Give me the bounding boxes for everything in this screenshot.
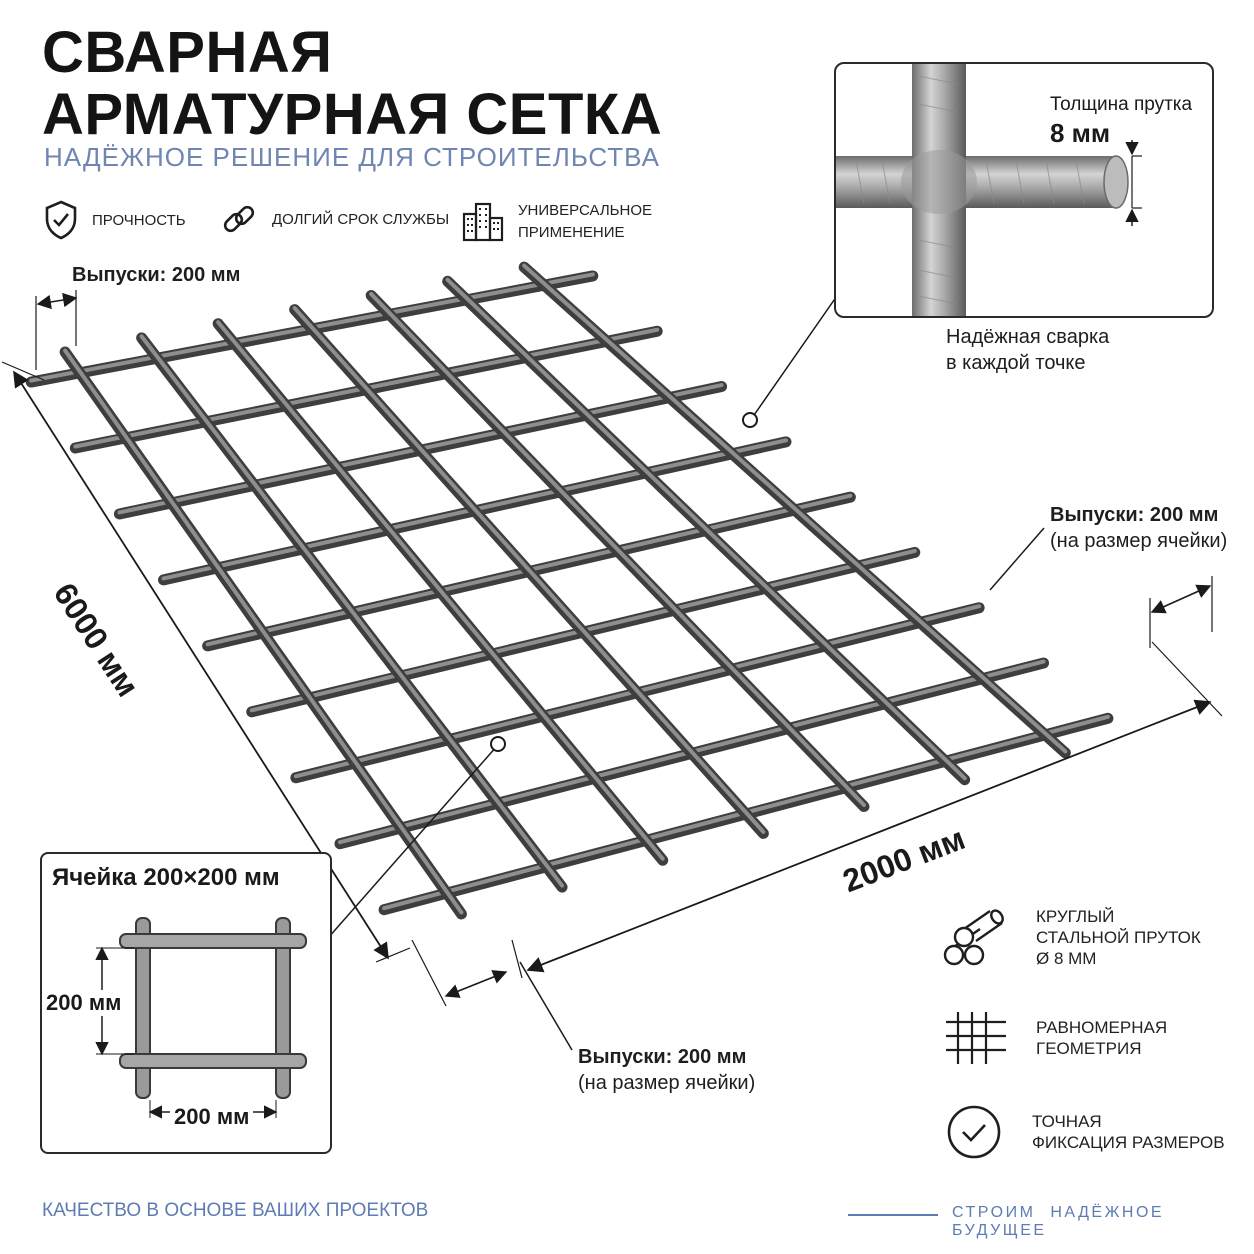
cell-detail-image	[95, 917, 307, 1119]
chain-link-icon	[223, 205, 255, 233]
weld-caption-line1: Надёжная сварка	[946, 326, 1110, 348]
feature-label: ДОЛГИЙ СРОК СЛУЖБЫ	[272, 210, 450, 228]
spec-line2: ГЕОМЕТРИЯ	[1036, 1039, 1142, 1058]
longitudinal-bar-highlight	[445, 277, 967, 781]
cell-width-label: 200 мм	[170, 1104, 254, 1130]
footer-divider	[848, 1214, 938, 1216]
grid-icon	[946, 1012, 1006, 1064]
feature-label-line2: ПРИМЕНЕНИЕ	[518, 224, 625, 241]
right-overhang-callout-line	[989, 527, 1045, 591]
weld-callout-line	[751, 279, 849, 419]
longitudinal-bar-highlight	[522, 263, 1068, 754]
right-overhang-label: Выпуски: 200 мм (на размер ячейки)	[1050, 502, 1227, 554]
subtitle: НАДЁЖНОЕ РЕШЕНИЕ ДЛЯ СТРОИТЕЛЬСТВА	[44, 142, 660, 172]
feature-label: УНИВЕРСАЛЬНОЕ ПРИМЕНЕНИЕ	[518, 200, 652, 244]
spec-text: РАВНОМЕРНАЯ ГЕОМЕТРИЯ	[1036, 1017, 1167, 1059]
bottom-overhang-title: Выпуски: 200 мм	[578, 1046, 747, 1068]
shield-check-icon	[45, 200, 77, 240]
bottom-overhang-dimension	[444, 970, 508, 998]
feature-universal: УНИВЕРСАЛЬНОЕ ПРИМЕНЕНИЕ	[462, 200, 652, 244]
right-overhang-title: Выпуски: 200 мм	[1050, 504, 1219, 526]
check-circle-icon	[947, 1105, 1001, 1159]
bottom-overhang-callout-line	[519, 961, 573, 1051]
spec-geometry: РАВНОМЕРНАЯ ГЕОМЕТРИЯ	[940, 1010, 1167, 1066]
feature-durability: ДОЛГИЙ СРОК СЛУЖБЫ	[220, 200, 449, 238]
feature-label: ПРОЧНОСТЬ	[92, 211, 186, 229]
top-overhang-label: Выпуски: 200 мм	[72, 264, 241, 286]
title-line-2: АРМАТУРНАЯ СЕТКА	[42, 82, 663, 147]
weld-caption: Надёжная сварка в каждой точке	[946, 324, 1109, 376]
footer-tagline-left: КАЧЕСТВО В ОСНОВЕ ВАШИХ ПРОЕКТОВ	[42, 1200, 429, 1221]
title-line-1: СВАРНАЯ	[42, 20, 333, 85]
spec-line1: ТОЧНАЯ	[1032, 1112, 1102, 1131]
cell-point-marker	[490, 736, 506, 752]
feature-strength: ПРОЧНОСТЬ	[44, 200, 186, 240]
spec-line3: Ø 8 ММ	[1036, 949, 1097, 968]
thickness-label: Толщина прутка	[1050, 94, 1193, 115]
spec-line2: СТАЛЬНОЙ ПРУТОК	[1036, 928, 1201, 947]
footer-tagline-right: СТРОИМ НАДЁЖНОЕ БУДУЩЕЕ	[952, 1204, 1165, 1239]
bottom-overhang-label: Выпуски: 200 мм (на размер ячейки)	[578, 1044, 755, 1096]
round-bars-icon	[943, 908, 1004, 965]
bottom-overhang-note: (на размер ячейки)	[578, 1072, 756, 1094]
spec-line1: РАВНОМЕРНАЯ	[1036, 1018, 1168, 1037]
weld-caption-line2: в каждой точке	[946, 352, 1086, 374]
spec-text: ТОЧНАЯ ФИКСАЦИЯ РАЗМЕРОВ	[1032, 1111, 1225, 1153]
top-overhang-dimension	[36, 292, 78, 310]
page-title: СВАРНАЯ АРМАТУРНАЯ СЕТКА	[42, 22, 662, 146]
longitudinal-bar-highlight	[216, 320, 665, 861]
spec-round-bar: КРУГЛЫЙ СТАЛЬНОЙ ПРУТОК Ø 8 ММ	[940, 906, 1201, 969]
longitudinal-bar-highlight	[292, 306, 766, 834]
weld-detail-image	[836, 64, 1142, 316]
cell-height-label: 200 мм	[46, 990, 122, 1016]
cell-detail-title: Ячейка 200×200 мм	[52, 864, 280, 891]
weld-point-marker	[742, 412, 758, 428]
right-overhang-dimension	[1150, 584, 1212, 614]
weld-detail-inset: Толщина прутка 8 мм	[834, 62, 1214, 318]
longitudinal-bar-highlight	[139, 334, 565, 888]
buildings-icon	[462, 202, 504, 242]
spec-line1: КРУГЛЫЙ	[1036, 907, 1115, 926]
spec-text: КРУГЛЫЙ СТАЛЬНОЙ ПРУТОК Ø 8 ММ	[1036, 906, 1201, 969]
width-dimension-line	[526, 699, 1212, 973]
feature-label-line1: УНИВЕРСАЛЬНОЕ	[518, 202, 653, 219]
thickness-value: 8 мм	[1050, 118, 1111, 148]
spec-line2: ФИКСАЦИЯ РАЗМЕРОВ	[1032, 1133, 1225, 1152]
right-overhang-note: (на размер ячейки)	[1050, 530, 1228, 552]
spec-precision: ТОЧНАЯ ФИКСАЦИЯ РАЗМЕРОВ	[944, 1104, 1225, 1160]
cell-detail-box: Ячейка 200×200 мм 200 мм 200 мм	[40, 852, 332, 1154]
